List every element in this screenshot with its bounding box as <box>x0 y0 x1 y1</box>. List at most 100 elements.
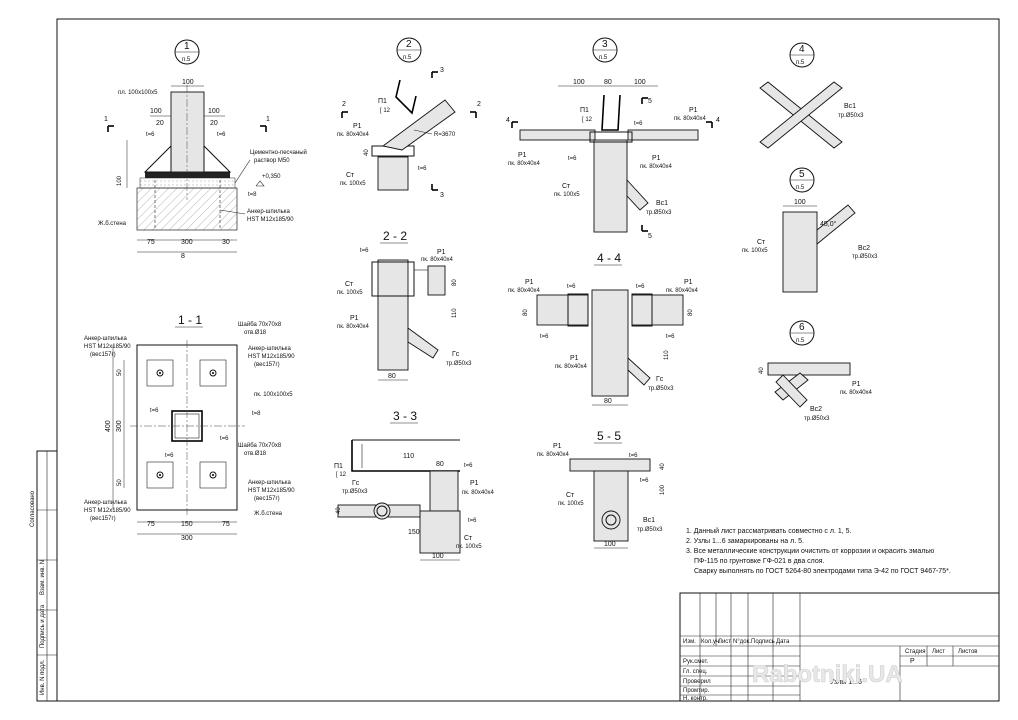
title-block: Изм. Кол.уч. Лист N°док. Подпись Дата Ру… <box>679 592 1000 702</box>
node4-vs1-sec: тр.Ø50х3 <box>838 113 864 119</box>
sec11-anchor-tl: Анкер-шпилька <box>84 336 127 342</box>
node1-grout-2: раствор М50 <box>254 158 290 164</box>
sec11-anchor-tr-3: (вес157г) <box>254 362 280 368</box>
note-1: 1. Данный лист рассматривать совместно с… <box>686 527 852 535</box>
node1-t6-l: t=6 <box>146 132 155 138</box>
node5-d100: 100 <box>794 199 806 206</box>
node1-dim-150: 300 <box>181 239 193 246</box>
sec11-d50b: 50 <box>117 479 123 486</box>
sec55-d100: 100 <box>604 541 616 548</box>
sec55-t6b: t=6 <box>640 478 649 484</box>
node3-r1-m-sec: пк. 80х40х4 <box>640 164 673 170</box>
sec11-anchor-bl-3: (вес157г) <box>90 516 116 522</box>
node-2-sheet: п.5 <box>403 55 412 61</box>
sec11-washer-b2: отв.Ø18 <box>244 451 267 457</box>
node5-vs2-sec: тр.Ø50х3 <box>852 254 878 260</box>
sec44-r1-b-sec: пк. 80х40х4 <box>555 364 588 370</box>
sec11-d150: 150 <box>181 521 193 528</box>
node6-r1-sec: пк. 80х40х4 <box>840 390 873 396</box>
node3-cut-l: 4 <box>506 117 510 124</box>
sec44-t6-3: t=6 <box>540 334 549 340</box>
node3-d100r: 100 <box>634 79 646 86</box>
sec33-st-sec: пк. 100х5 <box>456 544 482 550</box>
sec44-t6-4: t=6 <box>666 334 675 340</box>
tb-col-izm: Изм. <box>683 639 696 645</box>
node-4-number: 4 <box>799 44 805 55</box>
node5-st-sec: пк. 100х5 <box>742 248 768 254</box>
node-1: 1 п.5 100 пл. 100x100x5 100 100 20 20 t=… <box>98 39 307 260</box>
side-label-inv: Инв. N подл. <box>40 659 46 695</box>
sec55-d40: 40 <box>660 463 666 470</box>
node3-r1-r: Р1 <box>689 107 698 114</box>
tb-sheet-hdr: Лист <box>932 649 945 655</box>
sec33-d110: 110 <box>403 453 414 460</box>
sec11-anchor-bl: Анкер-шпилька <box>84 500 127 506</box>
node1-cut-r: 1 <box>266 116 270 123</box>
node3-cut-b: 5 <box>648 233 652 240</box>
sec22-r1-sec: пк. 80х40х4 <box>421 257 454 263</box>
node3-ch: [ 12 <box>582 117 593 123</box>
sec11-d400: 400 <box>105 420 112 432</box>
node1-dim-300: 8 <box>181 253 185 260</box>
sec22-d80v: 80 <box>452 279 458 286</box>
sec55-d100v: 100 <box>660 484 666 495</box>
sec11-wall: Ж.б.стена <box>254 511 283 517</box>
node1-dim-20r: 20 <box>210 120 218 127</box>
node1-dim-30: 100 <box>117 175 123 186</box>
node3-vs1: Вс1 <box>656 200 668 207</box>
node-6-sheet: п.5 <box>796 338 805 344</box>
sec11-t8: t=8 <box>252 411 261 417</box>
sec11-title: 1 - 1 <box>178 313 202 327</box>
note-3b: ПФ-115 по грунтовке ГФ-021 в два слоя. <box>694 558 825 565</box>
node-4-sheet: п.5 <box>796 60 805 66</box>
sec44-r1-l: Р1 <box>525 279 534 286</box>
outer-frame <box>56 18 1000 702</box>
sec44-r1-r: Р1 <box>684 279 693 286</box>
node2-cut-t: 3 <box>440 67 444 74</box>
sec33-title: 3 - 3 <box>393 409 417 423</box>
section-3-3: 3 - 3 П1 [ 12 110 80 t=6 Гс тр.Ø50х3 Р1 … <box>334 409 495 561</box>
node-1-sheet: п.5 <box>182 57 191 63</box>
sec33-p1: П1 <box>334 463 343 470</box>
sec11-washer-b: Шайба 70х70х8 <box>238 442 282 449</box>
node-3-number: 3 <box>602 39 608 50</box>
node5-st: Ст <box>757 239 766 246</box>
sec11-d75r: 75 <box>222 521 230 528</box>
node-6-number: 6 <box>799 322 805 333</box>
sec22-gs: Гс <box>452 351 460 358</box>
node-3: 3 п.5 100 80 100 П1 [ 12 Р1 пк. 80х40х4 … <box>506 37 720 240</box>
node2-ch: [ 12 <box>380 108 391 114</box>
sec55-st: Ст <box>566 492 575 499</box>
sec11-t6-1: t=6 <box>150 408 159 414</box>
node1-cut-l: 1 <box>104 116 108 123</box>
sec11-washer-t2: отв.Ø18 <box>244 330 267 336</box>
node2-p1: П1 <box>378 98 387 105</box>
node3-st: Ст <box>562 183 571 190</box>
node3-p1: П1 <box>580 107 589 114</box>
section-2-2: 2 - 2 t=6 Р1 пк. 80х40х4 Ст пк. 100х5 Р1… <box>337 229 472 381</box>
node1-plate-label: пл. 100x100x5 <box>118 90 158 96</box>
node3-vs1-sec: тр.Ø50х3 <box>646 210 672 216</box>
node4-vs1: Вс1 <box>844 103 856 110</box>
node2-st: Ст <box>346 172 355 179</box>
node-2-number: 2 <box>406 39 412 50</box>
sec44-d80l: 80 <box>523 309 529 316</box>
sec55-vs1-sec: тр.Ø50х3 <box>637 527 663 533</box>
sec33-r1: Р1 <box>470 480 479 487</box>
sec44-t6-1: t=6 <box>567 284 576 290</box>
sec44-d80r: 80 <box>688 309 694 316</box>
sec11-d50t: 50 <box>117 369 123 376</box>
sec33-t6-1: t=6 <box>464 463 473 469</box>
node3-r1-l-sec: пк. 80х40х4 <box>508 161 541 167</box>
node5-vs2: Вс2 <box>858 245 870 252</box>
node3-r1-l: Р1 <box>518 152 527 159</box>
node1-level: +0,350 <box>262 174 281 180</box>
node1-grout-1: Цементно-песчаный <box>250 149 307 156</box>
node1-anchor-1: Анкер-шпилька <box>247 209 290 215</box>
sec44-r1-r-sec: пк. 80х40х4 <box>666 288 699 294</box>
sec22-t6: t=6 <box>360 248 369 254</box>
node2-cut-r: 2 <box>477 101 481 108</box>
sec33-st: Ст <box>464 535 473 542</box>
sec44-t6-2: t=6 <box>636 284 645 290</box>
tb-sheet-label: Узлы 1...6 <box>830 679 862 686</box>
